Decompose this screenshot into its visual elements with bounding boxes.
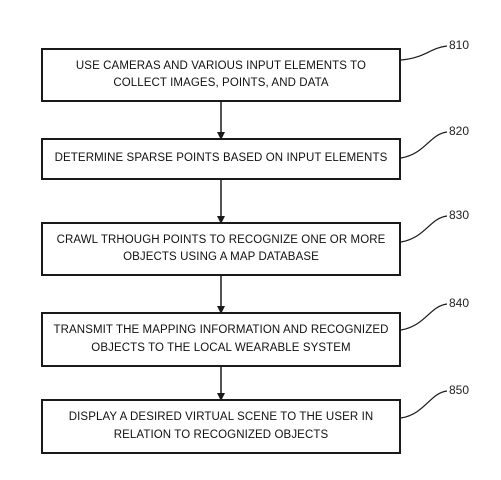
step-820-text: DETERMINE SPARSE POINTS BASED ON INPUT E… <box>54 152 388 165</box>
step-850-text: DISPLAY A DESIRED VIRTUAL SCENE TO THE U… <box>68 411 374 441</box>
leader-850 <box>400 390 448 419</box>
step-840-box: TRANSMIT THE MAPPING INFORMATION AND REC… <box>41 312 401 367</box>
leader-830 <box>400 215 448 243</box>
step-830-box: CRAWL TRHOUGH POINTS TO RECOGNIZE ONE OR… <box>41 222 401 276</box>
step-830-ref: 830 <box>449 208 470 222</box>
step-820-ref: 820 <box>449 124 470 138</box>
step-840-ref: 840 <box>449 296 470 310</box>
leader-820 <box>400 131 448 159</box>
leader-810 <box>400 45 448 61</box>
step-840-text: TRANSMIT THE MAPPING INFORMATION AND REC… <box>53 324 389 354</box>
step-830-text: CRAWL TRHOUGH POINTS TO RECOGNIZE ONE OR… <box>56 233 386 263</box>
step-850-ref: 850 <box>449 383 470 397</box>
step-850-box: DISPLAY A DESIRED VIRTUAL SCENE TO THE U… <box>41 399 401 454</box>
step-820-box: DETERMINE SPARSE POINTS BASED ON INPUT E… <box>41 138 401 180</box>
step-810-text: USE CAMERAS AND VARIOUS INPUT ELEMENTS T… <box>75 59 367 89</box>
step-810-box: USE CAMERAS AND VARIOUS INPUT ELEMENTS T… <box>41 48 401 102</box>
step-810-ref: 810 <box>449 38 470 52</box>
leader-840 <box>400 303 448 331</box>
